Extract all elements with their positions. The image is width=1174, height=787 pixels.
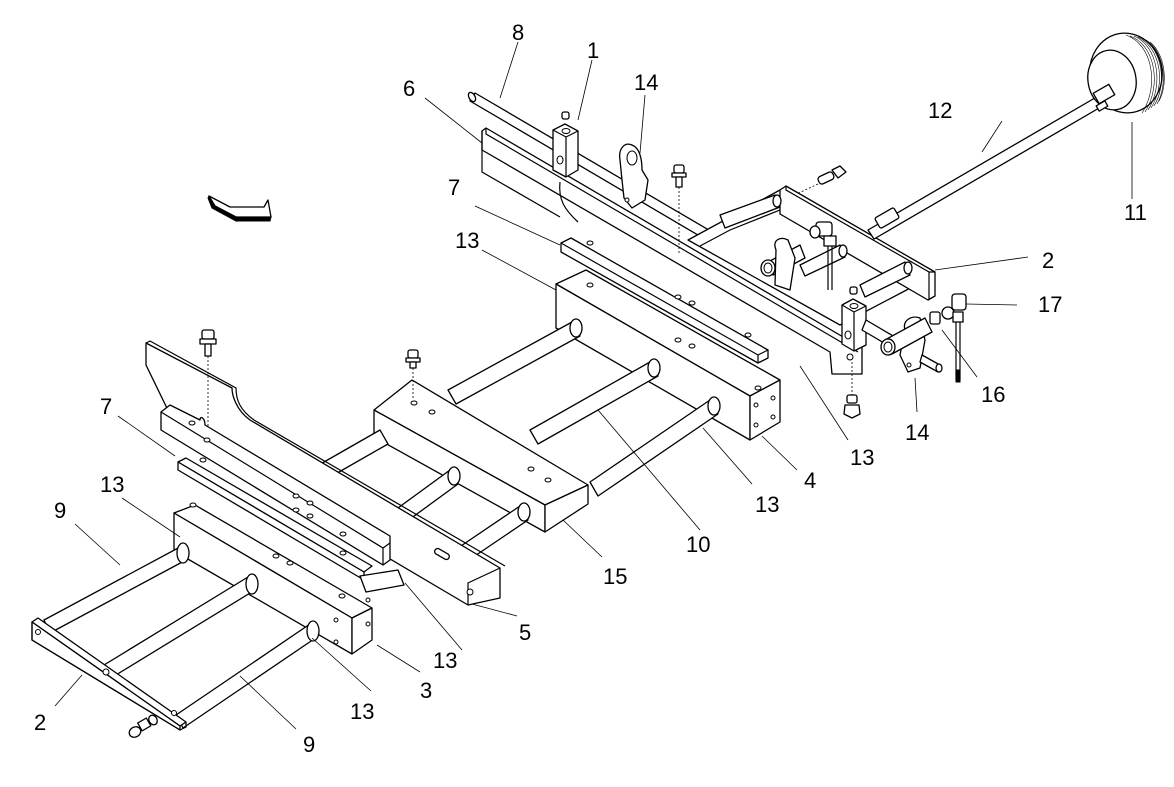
pivot-bracket-part-14-lower [880,316,943,373]
arrow-down-right-icon [207,194,272,222]
callout-2-upper: 2 [1042,248,1054,273]
bolt-top-center [671,164,687,255]
pivot-bracket-part-14-upper [619,143,649,209]
carriage-block-part-3 [173,502,405,655]
callout-1: 1 [587,38,599,63]
callout-labels: 8 1 6 14 12 11 2 17 16 14 13 4 13 10 15 … [34,20,1147,757]
callout-3: 3 [420,678,432,703]
elbow-connector-upper [809,221,837,290]
mounting-strip-lower-plate [177,457,373,581]
drive-shaft-part-12 [867,94,1107,240]
callout-4: 4 [804,468,816,493]
elbow-connector-part-17 [941,293,967,383]
callout-16: 16 [981,382,1005,407]
callout-13-rear-left: 13 [455,228,479,253]
knurled-knob-part-11 [1087,32,1165,114]
mounting-strip-part-7-upper [560,237,769,364]
bolt-front-rail [199,329,217,440]
callout-6: 6 [403,76,415,101]
callout-13-center-right: 13 [755,492,779,517]
callout-9-lower: 9 [303,732,315,757]
fitting-nipple-part-16 [929,311,941,325]
callout-17: 17 [1038,292,1062,317]
bolt-end-plate [128,714,158,738]
bolt-below-rail [843,362,861,419]
shaft-clamp-block-part-1 [552,111,579,178]
top-frame-rods [719,194,913,298]
callout-13-front-bottom: 13 [350,699,374,724]
callout-13-rear-right: 13 [850,445,874,470]
callout-10: 10 [686,532,710,557]
callout-14-upper: 14 [634,70,658,95]
bolt-top-right [789,165,847,198]
callout-2-lower: 2 [34,710,46,735]
callout-9-upper: 9 [54,498,66,523]
callout-12: 12 [928,98,952,123]
end-plate-part-2-lower [31,617,187,731]
rear-guide-rail-part-6 [481,127,863,375]
callout-11: 11 [1124,200,1147,225]
callout-14-lower: 14 [905,420,929,445]
pivot-bracket-frame-left [760,237,806,291]
callout-13-front-left: 13 [100,472,124,497]
callout-13-front-right: 13 [433,648,457,673]
leader-lines [54,41,1133,730]
mounting-strip-part-7-lower [160,404,391,566]
front-guide-rail-plate [145,340,506,606]
callout-5: 5 [519,620,531,645]
bolt-center-block [405,349,421,400]
callout-15: 15 [603,564,627,589]
callout-7-upper: 7 [448,175,460,200]
rods-rear-to-center [447,318,721,497]
callout-8: 8 [512,20,524,45]
callout-7-lower: 7 [100,394,112,419]
